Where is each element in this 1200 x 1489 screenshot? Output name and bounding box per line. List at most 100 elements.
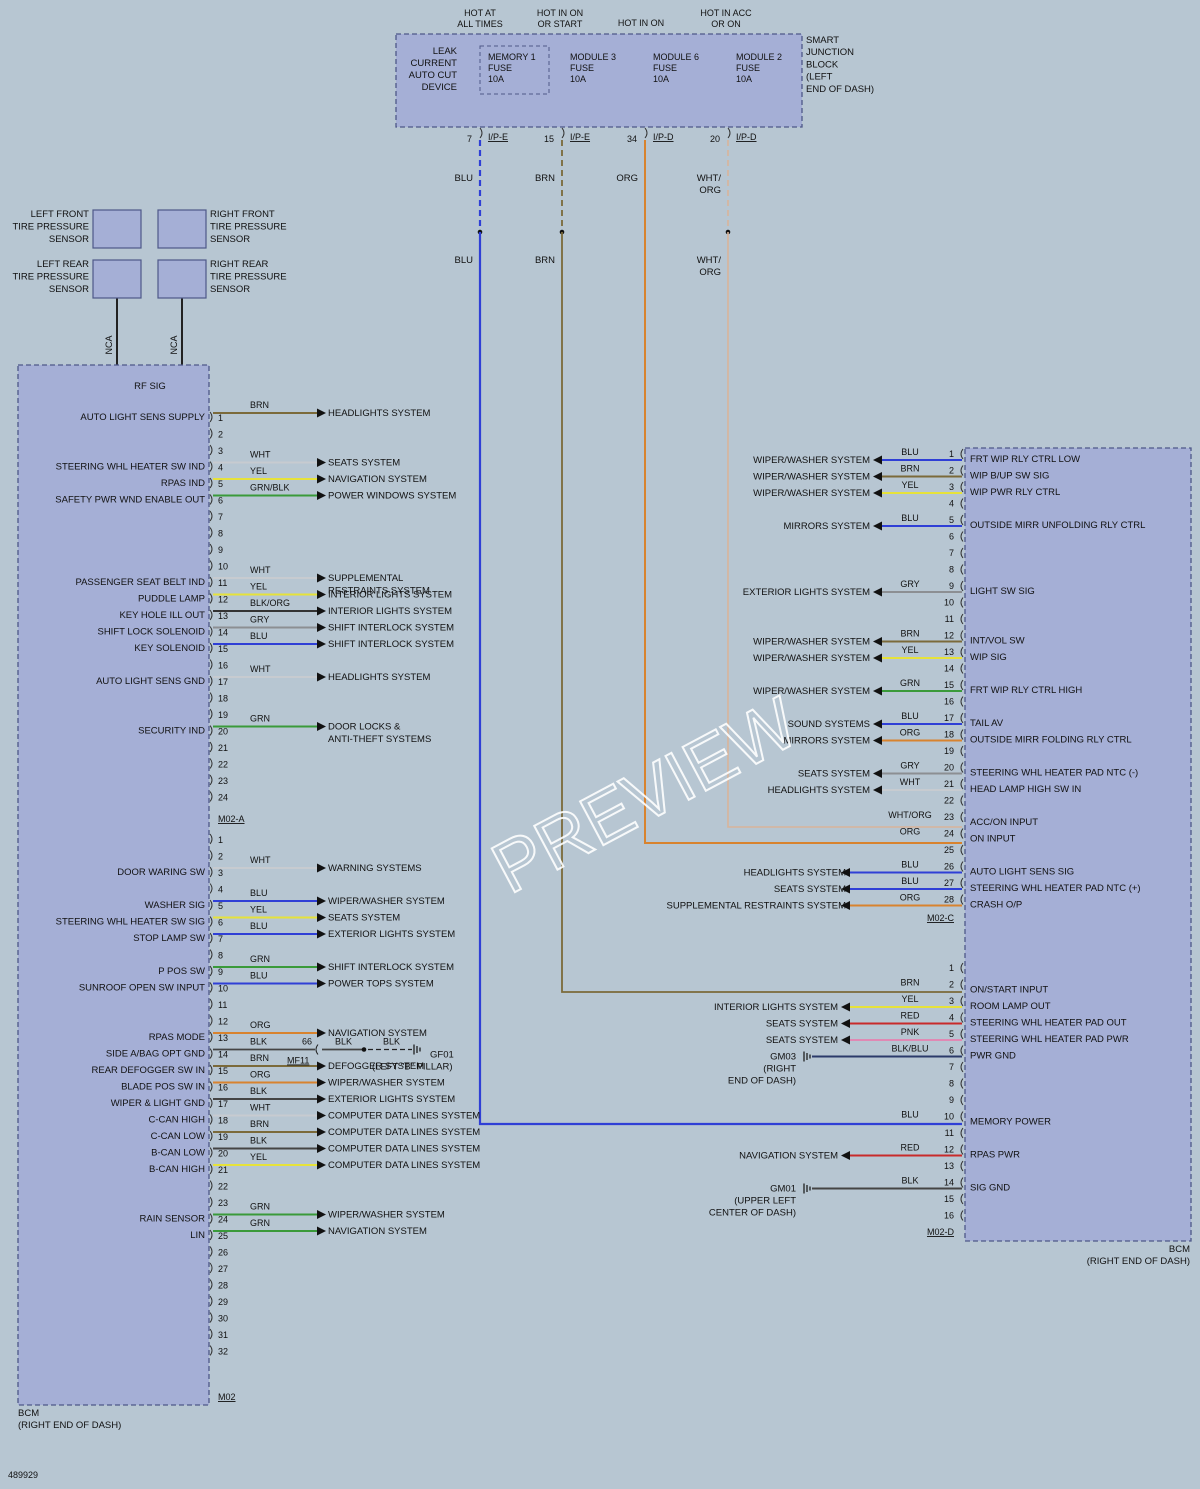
pin-terminal bbox=[960, 448, 964, 460]
arrow-left-icon bbox=[873, 488, 882, 498]
ground-id-label: GF01 bbox=[430, 1050, 454, 1061]
wire-color-label: BRN bbox=[250, 1053, 269, 1063]
pin-terminal bbox=[960, 597, 964, 608]
fuse-label: MODULE 6 bbox=[653, 52, 699, 62]
bcm-right-label: BCM bbox=[1169, 1244, 1190, 1255]
destination-label: SEATS SYSTEM bbox=[766, 1019, 838, 1030]
pin-terminal bbox=[209, 626, 213, 637]
output-connector: I/P-D bbox=[653, 132, 674, 142]
pin-terminal bbox=[209, 642, 213, 654]
destination-label: MIRRORS SYSTEM bbox=[783, 521, 870, 532]
ground-location-label: END OF DASH) bbox=[728, 1076, 796, 1087]
arrow-left-icon bbox=[873, 653, 882, 663]
arrow-left-icon bbox=[873, 637, 882, 646]
sensor-label: SENSOR bbox=[49, 234, 89, 245]
bcm-pin-number: 11 bbox=[945, 1128, 954, 1138]
smart-junction-block-label: END OF DASH) bbox=[806, 84, 874, 95]
sensor-label: SENSOR bbox=[210, 284, 250, 295]
supply-header-hot_always: HOT AT bbox=[464, 8, 496, 18]
fuse-label: FUSE bbox=[488, 63, 512, 73]
pin-terminal bbox=[960, 1061, 964, 1073]
wire-color-label: BLU bbox=[901, 860, 919, 870]
arrow-left-icon bbox=[841, 1035, 850, 1045]
rf-sig-label: RF SIG bbox=[134, 381, 166, 392]
ground-location-label: (LEFT "B" PILLAR) bbox=[372, 1062, 452, 1073]
wire-color-label: BLU bbox=[250, 921, 268, 931]
arrow-left-icon bbox=[873, 455, 882, 465]
supply-header-hot_on_start: OR START bbox=[538, 19, 583, 29]
smart-junction-block-label: BLOCK bbox=[806, 59, 839, 70]
pin-terminal bbox=[209, 692, 213, 703]
bcm-pin-number: 16 bbox=[218, 1083, 228, 1093]
arrow-right-icon bbox=[317, 1226, 326, 1236]
ground-location-label: GM01 bbox=[770, 1184, 796, 1195]
bcm-signal-label: MEMORY POWER bbox=[970, 1117, 1051, 1128]
sensor-label: RIGHT FRONT bbox=[210, 209, 275, 220]
acc-on-wire bbox=[727, 232, 962, 828]
destination-label: SEATS SYSTEM bbox=[766, 1035, 838, 1046]
arrow-right-icon bbox=[317, 474, 326, 484]
bcm-pin-number: 7 bbox=[949, 1062, 954, 1072]
tire-pressure-sensor bbox=[92, 209, 142, 249]
tire-pressure-sensor bbox=[157, 259, 207, 299]
destination-label: SHIFT INTERLOCK SYSTEM bbox=[328, 639, 454, 650]
wire-color-label: WHT bbox=[250, 855, 271, 865]
bcm-signal-label: PWR GND bbox=[970, 1051, 1016, 1062]
bcm-signal-label: B-CAN LOW bbox=[151, 1148, 205, 1159]
pin-terminal bbox=[209, 1262, 213, 1274]
bcm-pin-number: 4 bbox=[218, 885, 223, 895]
bcm-pin-number: 18 bbox=[944, 730, 954, 740]
tire-pressure-sensor bbox=[92, 259, 142, 299]
wire-color-label: BRN bbox=[250, 400, 269, 410]
pin-terminal bbox=[209, 1229, 213, 1241]
destination-label: SEATS SYSTEM bbox=[328, 913, 400, 924]
arrow-right-icon bbox=[317, 606, 326, 616]
connector-label: M02-D bbox=[927, 1227, 955, 1237]
bcm-signal-label: FRT WIP RLY CTRL HIGH bbox=[970, 685, 1082, 696]
destination-label: COMPUTER DATA LINES SYSTEM bbox=[328, 1144, 480, 1155]
bcm-pin-number: 23 bbox=[218, 776, 228, 786]
destination-label: HEADLIGHTS SYSTEM bbox=[744, 868, 846, 879]
connector-label: M02-C bbox=[927, 913, 955, 923]
pin-terminal bbox=[960, 795, 964, 806]
pin-terminal bbox=[960, 514, 964, 526]
arrow-right-icon bbox=[317, 979, 326, 988]
pin-terminal bbox=[209, 1163, 213, 1175]
bcm-signal-label: SUNROOF OPEN SW INPUT bbox=[79, 983, 205, 994]
wire-color-label: BLU bbox=[901, 1110, 919, 1120]
wire-color-label: BLU bbox=[455, 255, 474, 266]
bcm-pin-number: 9 bbox=[949, 1095, 954, 1105]
bcm-pin-number: 22 bbox=[218, 760, 228, 770]
arrow-left-icon bbox=[841, 884, 850, 894]
bcm-pin-number: 3 bbox=[218, 868, 223, 878]
output-connector: I/P-D bbox=[736, 132, 757, 142]
destination-label: WIPER/WASHER SYSTEM bbox=[753, 653, 870, 664]
pin-terminal bbox=[960, 564, 964, 575]
leak-device-label: AUTO CUT bbox=[409, 70, 458, 81]
arrow-right-icon bbox=[317, 913, 326, 922]
wire-color-label: BLU bbox=[901, 447, 919, 457]
destination-label: WIPER/WASHER SYSTEM bbox=[328, 1078, 445, 1089]
bcm-signal-label: STEERING WHL HEATER SW IND bbox=[56, 462, 206, 473]
destination-label: WIPER/WASHER SYSTEM bbox=[328, 896, 445, 907]
sensor-label: LEFT REAR bbox=[37, 259, 89, 270]
bcm-pin-number: 12 bbox=[944, 631, 954, 641]
wire-color-label: RED bbox=[900, 1011, 920, 1021]
bcm-signal-label: OUTSIDE MIRR UNFOLDING RLY CTRL bbox=[970, 520, 1145, 531]
bcm-pin-number: 15 bbox=[218, 644, 228, 654]
arrow-left-icon bbox=[841, 868, 850, 877]
ground-location-label: (UPPER LEFT bbox=[734, 1196, 796, 1207]
bcm-pin-number: 20 bbox=[218, 1149, 228, 1159]
pin-terminal bbox=[209, 1328, 213, 1340]
pin-terminal bbox=[960, 828, 964, 839]
bcm-signal-label: RAIN SENSOR bbox=[140, 1214, 206, 1225]
bcm-signal-label: KEY HOLE ILL OUT bbox=[119, 610, 205, 621]
connector-label: M02 bbox=[218, 1392, 236, 1402]
pin-terminal bbox=[960, 861, 964, 872]
bcm-pin-number: 5 bbox=[218, 479, 223, 489]
inline-connector-icon bbox=[315, 1044, 319, 1055]
supply-header-hot_acc_on: OR ON bbox=[711, 19, 741, 29]
bcm-pin-number: 8 bbox=[949, 1079, 954, 1089]
wire-color-label: YEL bbox=[250, 466, 267, 476]
bcm-pin-number: 12 bbox=[218, 1017, 228, 1027]
